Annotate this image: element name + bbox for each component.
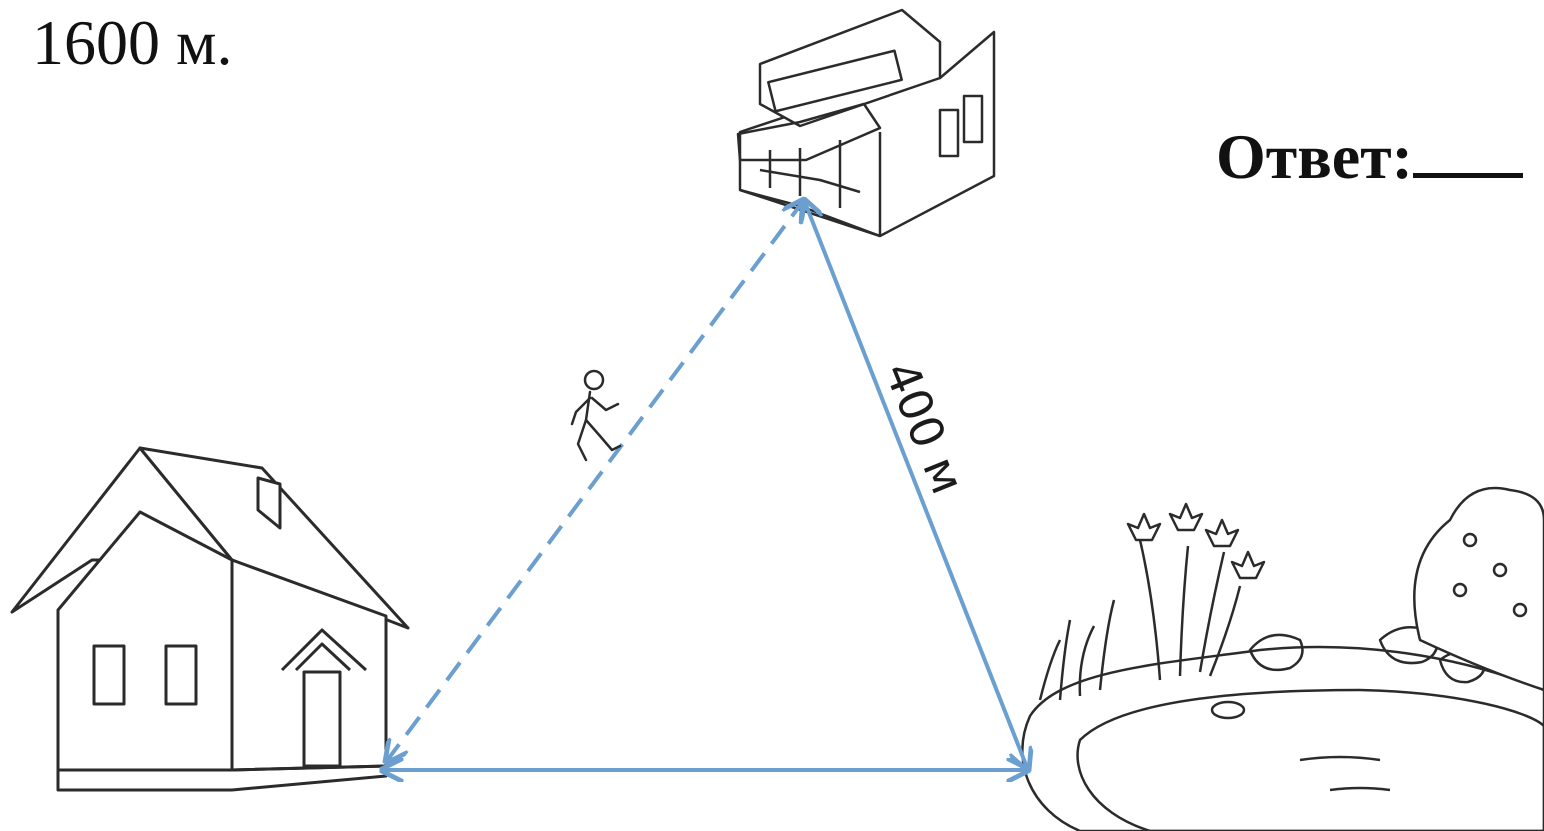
arrow-shop-pond [804,200,1028,770]
dashed-arrow-house-shop [386,200,804,762]
edge-length-label: 400 м [874,354,975,501]
house-icon [12,448,408,790]
walking-person-icon [572,371,620,460]
shop-icon [738,10,994,236]
pond-icon [1022,488,1544,831]
